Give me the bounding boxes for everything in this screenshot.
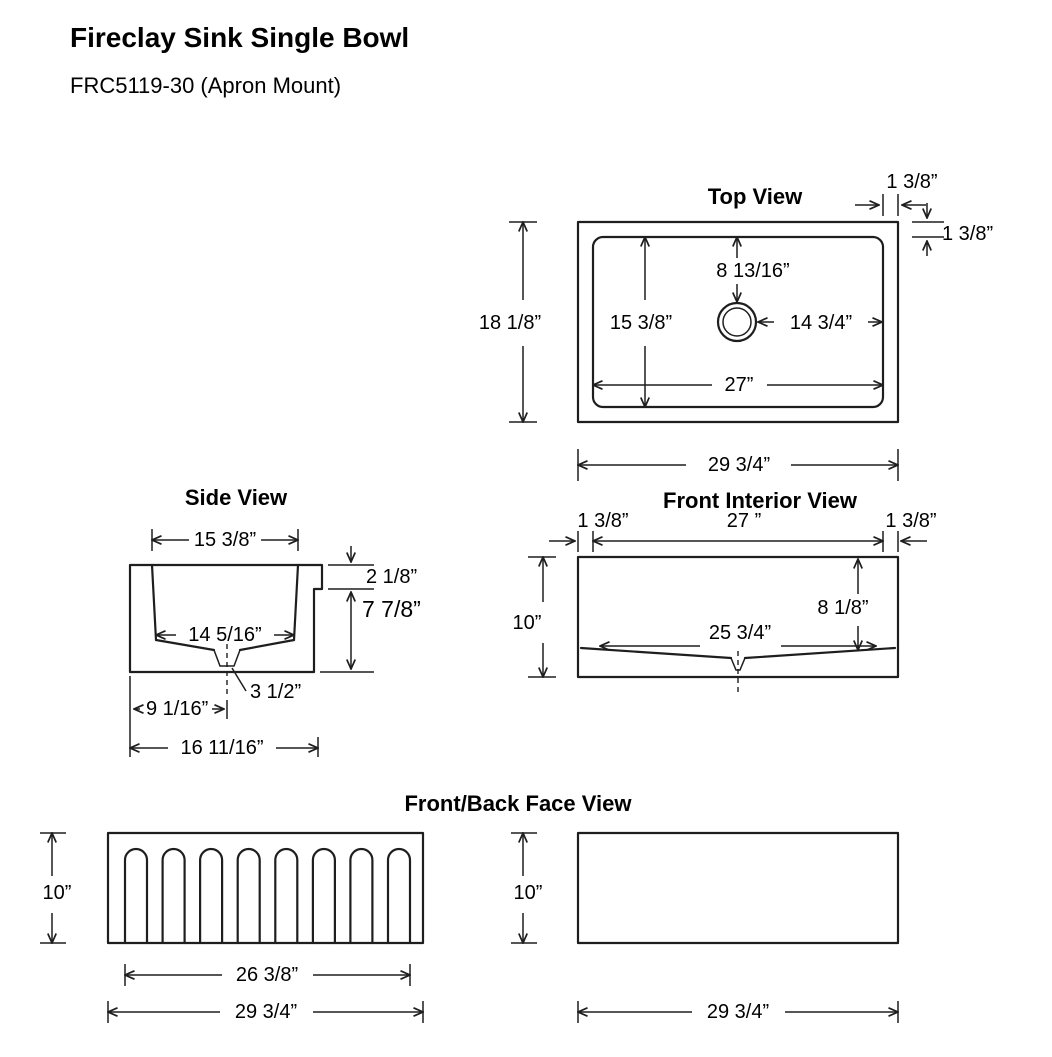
dim-front-width-label: 29 3/4” (235, 1001, 297, 1023)
dim-drain-center-label: 9 1/16” (146, 698, 208, 720)
face-view-label: Front/Back Face View (404, 791, 632, 816)
flute (123, 847, 149, 945)
interior-bottom-right (743, 646, 897, 660)
top-view-outer-rim (576, 220, 900, 424)
drain-inner-circle (722, 307, 752, 337)
page-title: Fireclay Sink Single Bowl (70, 22, 409, 53)
dim-front-width: 29 3/4” (108, 1001, 423, 1023)
dim-interior-top: 15 3/8” (152, 529, 298, 551)
dim-lip-right-label: 1 3/8” (885, 510, 936, 532)
dim-lip-right: 1 3/8” (912, 203, 993, 256)
dim-drain-from-back-label: 8 13/16” (716, 260, 789, 282)
dim-overall-depth-label: 18 1/8” (479, 312, 541, 334)
dim-lip-left-label: 1 3/8” (577, 510, 628, 532)
back-face-outline (576, 831, 900, 945)
interior-wall-left (150, 563, 158, 642)
dim-interior-bottom-label: 14 5/16” (188, 624, 261, 646)
side-view: Side View 15 3/8” 2 1/8” 7 7/8” (128, 485, 421, 759)
dim-interior-depth: 8 1/8” (817, 559, 869, 650)
dim-interior-top-label: 15 3/8” (194, 529, 256, 551)
dim-interior-width-label: 27 ” (727, 510, 761, 532)
face-view: Front/Back Face View 10” 26 3/8” (40, 791, 900, 1023)
dim-overall-bottom-label: 16 11/16” (180, 737, 263, 759)
dim-overall-depth: 18 1/8” (479, 222, 541, 422)
front-face-outline (106, 831, 425, 945)
dim-flute-span-label: 26 3/8” (236, 964, 298, 986)
dim-overall-bottom: 16 11/16” (130, 737, 318, 759)
dim-height: 10” (513, 557, 556, 677)
dim-interior-bottom: 14 5/16” (156, 624, 294, 646)
dim-front-height-label: 10” (43, 882, 72, 904)
dim-interior-bottom-label: 25 3/4” (709, 622, 771, 644)
interior-bottom-right (238, 638, 296, 652)
dim-interior-width: 27” (593, 374, 883, 396)
dim-drain-to-side: 14 3/4” (758, 312, 882, 334)
flute (161, 847, 186, 945)
dim-drain: 3 1/2” (231, 667, 301, 703)
dim-interior-depth-label: 15 3/8” (610, 312, 672, 334)
dim-body: 7 7/8” (320, 592, 421, 673)
leader-line (231, 667, 247, 692)
dim-flute-span: 26 3/8” (125, 964, 410, 986)
dim-lip-top: 1 3/8” (855, 171, 938, 216)
dim-rim-label: 2 1/8” (366, 566, 417, 588)
dim-back-height: 10” (511, 833, 542, 943)
dim-interior-depth: 15 3/8” (610, 237, 672, 407)
dim-height-label: 10” (513, 612, 542, 634)
front-interior-view-label: Front Interior View (663, 488, 858, 513)
interior-bottom-left (579, 646, 733, 660)
interior-bottom-left (154, 638, 216, 652)
flute (349, 847, 374, 945)
side-view-label: Side View (185, 485, 288, 510)
dim-overall-width: 29 3/4” (578, 449, 898, 481)
dim-body-label: 7 7/8” (362, 596, 421, 622)
page-subtitle: FRC5119-30 (Apron Mount) (70, 73, 341, 98)
dim-drain-label: 3 1/2” (250, 681, 301, 703)
dim-back-width: 29 3/4” (578, 1001, 898, 1023)
drain-outer-circle (716, 301, 758, 343)
flute (311, 847, 336, 945)
dim-interior-width-label: 27” (725, 374, 754, 396)
flute (199, 847, 224, 945)
dim-rim: 2 1/8” (328, 546, 417, 590)
dim-top-row: 1 3/8” 27 ” 1 3/8” (549, 510, 937, 552)
dim-lip-top-label: 1 3/8” (886, 171, 937, 193)
flute-pattern (123, 847, 412, 945)
dim-interior-bottom: 25 3/4” (600, 622, 876, 646)
front-interior-view: Front Interior View 1 3/8” 27 ” 1 3/8” 1… (513, 488, 937, 694)
side-profile-outline (128, 563, 324, 674)
header: Fireclay Sink Single Bowl FRC5119-30 (Ap… (70, 22, 409, 98)
flute (274, 847, 299, 945)
dim-drain-to-side-label: 14 3/4” (790, 312, 852, 334)
front-interior-outline (576, 555, 900, 679)
dim-front-height: 10” (40, 833, 71, 943)
dim-overall-width-label: 29 3/4” (708, 454, 770, 476)
dim-drain-from-back: 8 13/16” (716, 237, 790, 302)
dim-back-width-label: 29 3/4” (707, 1001, 769, 1023)
top-view: Top View 18 1/8” 15 3/8” 8 13/16” 14 3/4… (479, 171, 993, 481)
dim-interior-depth-label: 8 1/8” (817, 597, 868, 619)
top-view-label: Top View (708, 184, 803, 209)
interior-wall-right (292, 563, 300, 642)
dim-lip-right-label: 1 3/8” (942, 223, 993, 245)
flute (386, 847, 412, 945)
flute (236, 847, 261, 945)
dim-back-height-label: 10” (514, 882, 543, 904)
